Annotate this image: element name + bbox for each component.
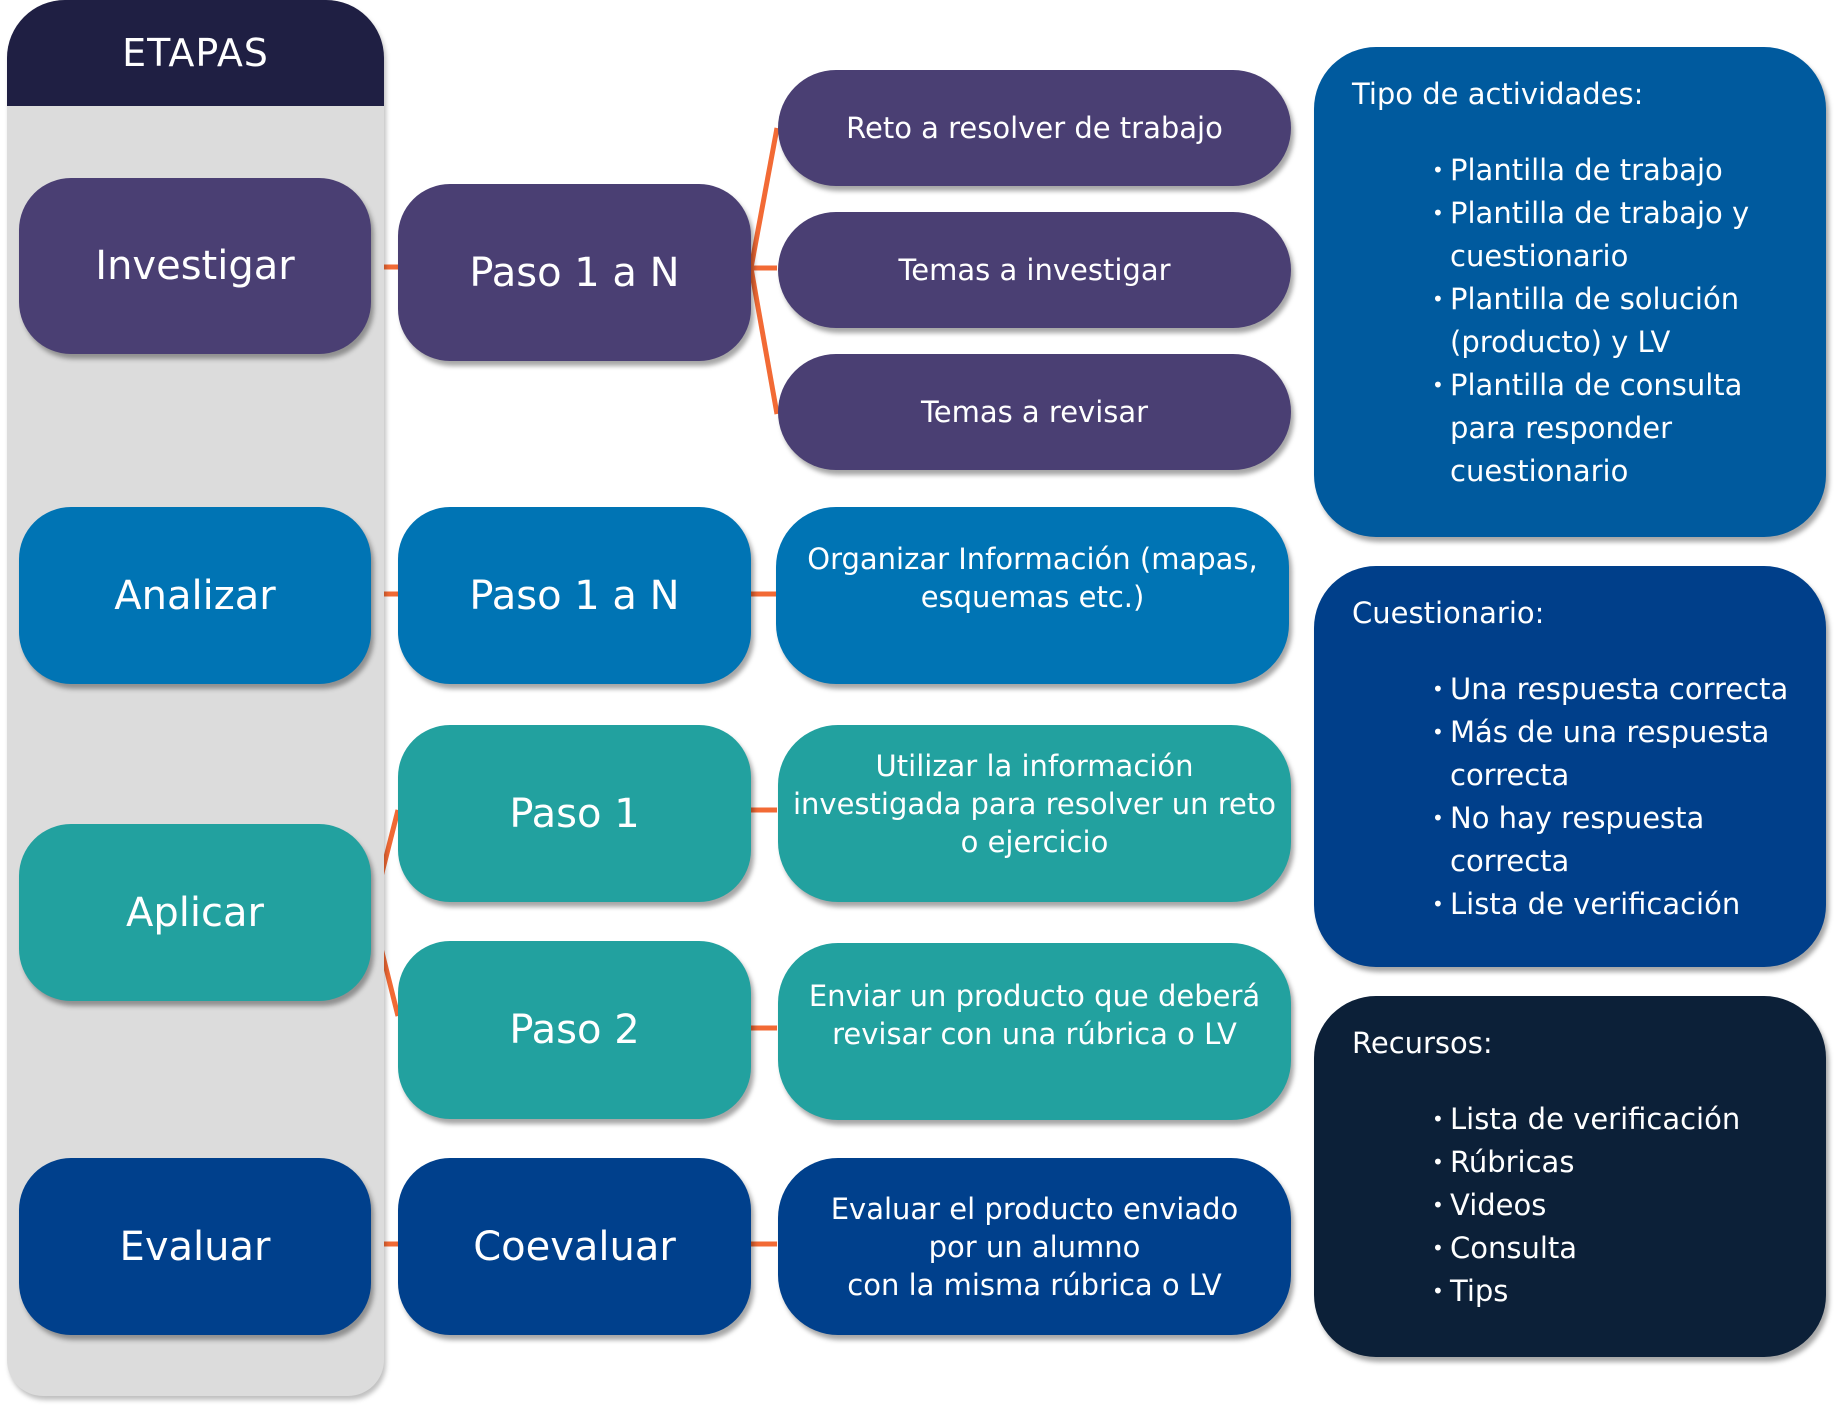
- stage-label: Evaluar: [119, 1223, 271, 1270]
- detail-text-line: Utilizar la información: [875, 748, 1194, 783]
- info-item: Lista de verificación: [1432, 883, 1806, 926]
- info-item: Tips: [1432, 1270, 1806, 1313]
- detail-temas-revisar[interactable]: Temas a revisar: [778, 354, 1291, 470]
- stage-evaluar[interactable]: Evaluar: [19, 1158, 371, 1335]
- detail-text: Temas a investigar: [898, 253, 1171, 287]
- detail-reto[interactable]: Reto a resolver de trabajo: [778, 70, 1291, 186]
- stages-panel-header: ETAPAS: [7, 0, 384, 106]
- detail-text-line: por un alumno: [928, 1229, 1141, 1264]
- detail-evaluar[interactable]: Evaluar el producto enviado por un alumn…: [778, 1158, 1291, 1335]
- info-title: Cuestionario:: [1352, 596, 1545, 630]
- stage-label: Aplicar: [126, 889, 264, 936]
- stage-aplicar[interactable]: Aplicar: [19, 824, 371, 1001]
- detail-utilizar[interactable]: Utilizar la información investigada para…: [778, 725, 1291, 902]
- info-list: Plantilla de trabajo Plantilla de trabaj…: [1352, 149, 1806, 493]
- stage-analizar[interactable]: Analizar: [19, 507, 371, 684]
- detail-organizar[interactable]: Organizar Información (mapas, esquemas e…: [776, 507, 1289, 684]
- step-investigar[interactable]: Paso 1 a N: [398, 184, 751, 361]
- info-item: Consulta: [1432, 1227, 1806, 1270]
- connector-step-detail-3: [748, 267, 780, 415]
- detail-text-line: revisar con una rúbrica o LV: [832, 1016, 1237, 1051]
- detail-temas-investigar[interactable]: Temas a investigar: [778, 212, 1291, 328]
- step-aplicar-paso-1[interactable]: Paso 1: [398, 725, 751, 902]
- info-item: Videos: [1432, 1184, 1806, 1227]
- detail-text-line: Evaluar el producto enviado: [830, 1191, 1239, 1226]
- info-box-recursos: Recursos: Lista de verificación Rúbricas…: [1314, 996, 1826, 1357]
- step-analizar[interactable]: Paso 1 a N: [398, 507, 751, 684]
- detail-enviar[interactable]: Enviar un producto que deberá revisar co…: [778, 943, 1291, 1120]
- detail-text-line: esquemas etc.): [920, 579, 1145, 614]
- info-item: Más de una respuesta correcta: [1432, 711, 1806, 797]
- detail-text-line: con la misma rúbrica o LV: [847, 1267, 1222, 1302]
- step-aplicar-paso-2[interactable]: Paso 2: [398, 941, 751, 1119]
- info-item: Plantilla de trabajo y cuestionario: [1432, 192, 1806, 278]
- step-evaluar-coevaluar[interactable]: Coevaluar: [398, 1158, 751, 1335]
- info-box-tipo-actividades: Tipo de actividades: Plantilla de trabaj…: [1314, 47, 1826, 537]
- info-list: Lista de verificación Rúbricas Videos Co…: [1352, 1098, 1806, 1313]
- detail-text-line: Enviar un producto que deberá: [808, 978, 1261, 1013]
- info-item: Rúbricas: [1432, 1141, 1806, 1184]
- connector-step-detail-1: [748, 127, 780, 269]
- stage-label: Analizar: [114, 572, 276, 619]
- info-item: Plantilla de trabajo: [1432, 149, 1806, 192]
- detail-text-line: o ejercicio: [960, 824, 1109, 859]
- detail-text-line: Organizar Información (mapas,: [807, 541, 1258, 576]
- step-label: Paso 2: [509, 1007, 640, 1053]
- info-item: Plantilla de consulta para responder cue…: [1432, 364, 1806, 493]
- info-item: No hay respuesta correcta: [1432, 797, 1806, 883]
- info-list: Una respuesta correcta Más de una respue…: [1352, 668, 1806, 926]
- detail-text: Temas a revisar: [920, 395, 1149, 429]
- step-label: Paso 1 a N: [469, 572, 680, 619]
- stage-label: Investigar: [95, 243, 295, 289]
- info-box-cuestionario: Cuestionario: Una respuesta correcta Más…: [1314, 566, 1826, 967]
- stages-panel-title: ETAPAS: [122, 31, 269, 75]
- detail-text-line: investigada para resolver un reto: [792, 786, 1277, 821]
- info-title: Recursos:: [1352, 1026, 1493, 1060]
- step-label: Coevaluar: [473, 1223, 676, 1270]
- info-item: Plantilla de solución (producto) y LV: [1432, 278, 1806, 364]
- step-label: Paso 1: [509, 790, 640, 837]
- detail-text: Reto a resolver de trabajo: [846, 111, 1223, 145]
- info-item: Una respuesta correcta: [1432, 668, 1806, 711]
- stage-investigar[interactable]: Investigar: [19, 178, 371, 354]
- info-title: Tipo de actividades:: [1352, 77, 1644, 111]
- step-label: Paso 1 a N: [469, 249, 680, 296]
- info-item: Lista de verificación: [1432, 1098, 1806, 1141]
